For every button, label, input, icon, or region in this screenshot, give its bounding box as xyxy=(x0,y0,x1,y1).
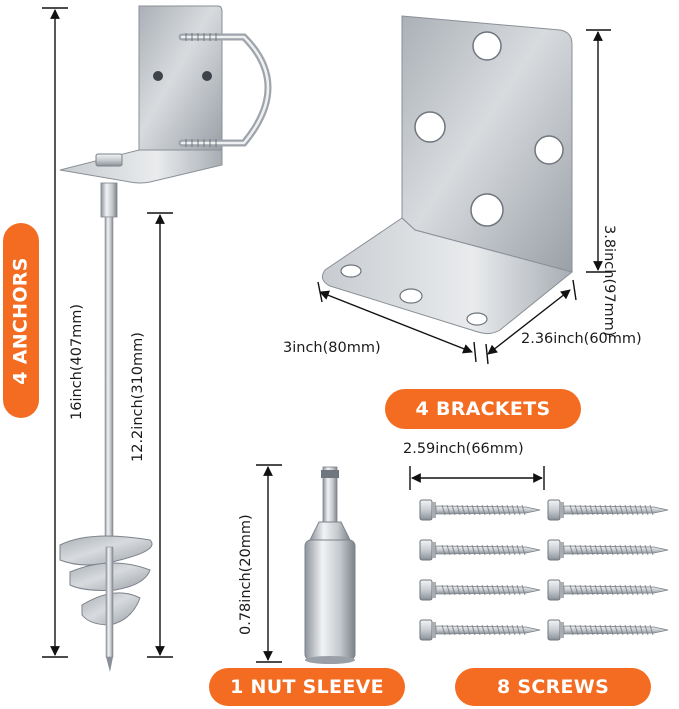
anchor-auger-dimension xyxy=(147,212,173,658)
screw-icon xyxy=(547,579,669,601)
brackets-label: 4 BRACKETS xyxy=(385,389,581,429)
anchor-stake-icon xyxy=(59,5,272,672)
screw-icon xyxy=(419,539,541,561)
screw-length-dimension-text: 2.59inch(66mm) xyxy=(403,441,524,457)
bracket-width-dimension xyxy=(317,281,477,363)
screw-icon xyxy=(547,499,669,521)
nut-sleeve-label: 1 NUT SLEEVE xyxy=(209,668,405,706)
screw-length-dimension xyxy=(409,466,545,490)
l-bracket-icon xyxy=(321,15,574,335)
bracket-height-dimension-text: 3.8inch(97mm) xyxy=(601,225,617,337)
anchor-auger-dimension-text: 12.2inch(310mm) xyxy=(130,332,146,462)
screw-icon xyxy=(547,619,669,641)
screws-label: 8 SCREWS xyxy=(455,668,651,706)
bracket-width-dimension-text: 3inch(80mm) xyxy=(283,340,381,356)
screw-icon xyxy=(419,579,541,601)
screw-icon xyxy=(547,539,669,561)
anchors-label-text: 4 ANCHORS xyxy=(10,256,33,385)
bracket-depth-dimension-text: 2.36inch(60mm) xyxy=(521,331,642,347)
screw-icon xyxy=(419,499,541,521)
sleeve-length-dimension-text: 0.78inch(20mm) xyxy=(238,514,254,635)
bracket-depth-dimension xyxy=(485,279,577,365)
screw-group xyxy=(419,499,669,641)
nut-sleeve-icon xyxy=(304,466,356,664)
sleeve-length-dimension xyxy=(256,464,282,663)
bracket-height-dimension xyxy=(586,29,611,273)
screw-icon xyxy=(419,619,541,641)
anchor-total-dimension-text: 16inch(407mm) xyxy=(69,303,85,420)
anchor-total-dimension xyxy=(42,7,68,658)
anchors-label: 4 ANCHORS xyxy=(3,223,39,418)
